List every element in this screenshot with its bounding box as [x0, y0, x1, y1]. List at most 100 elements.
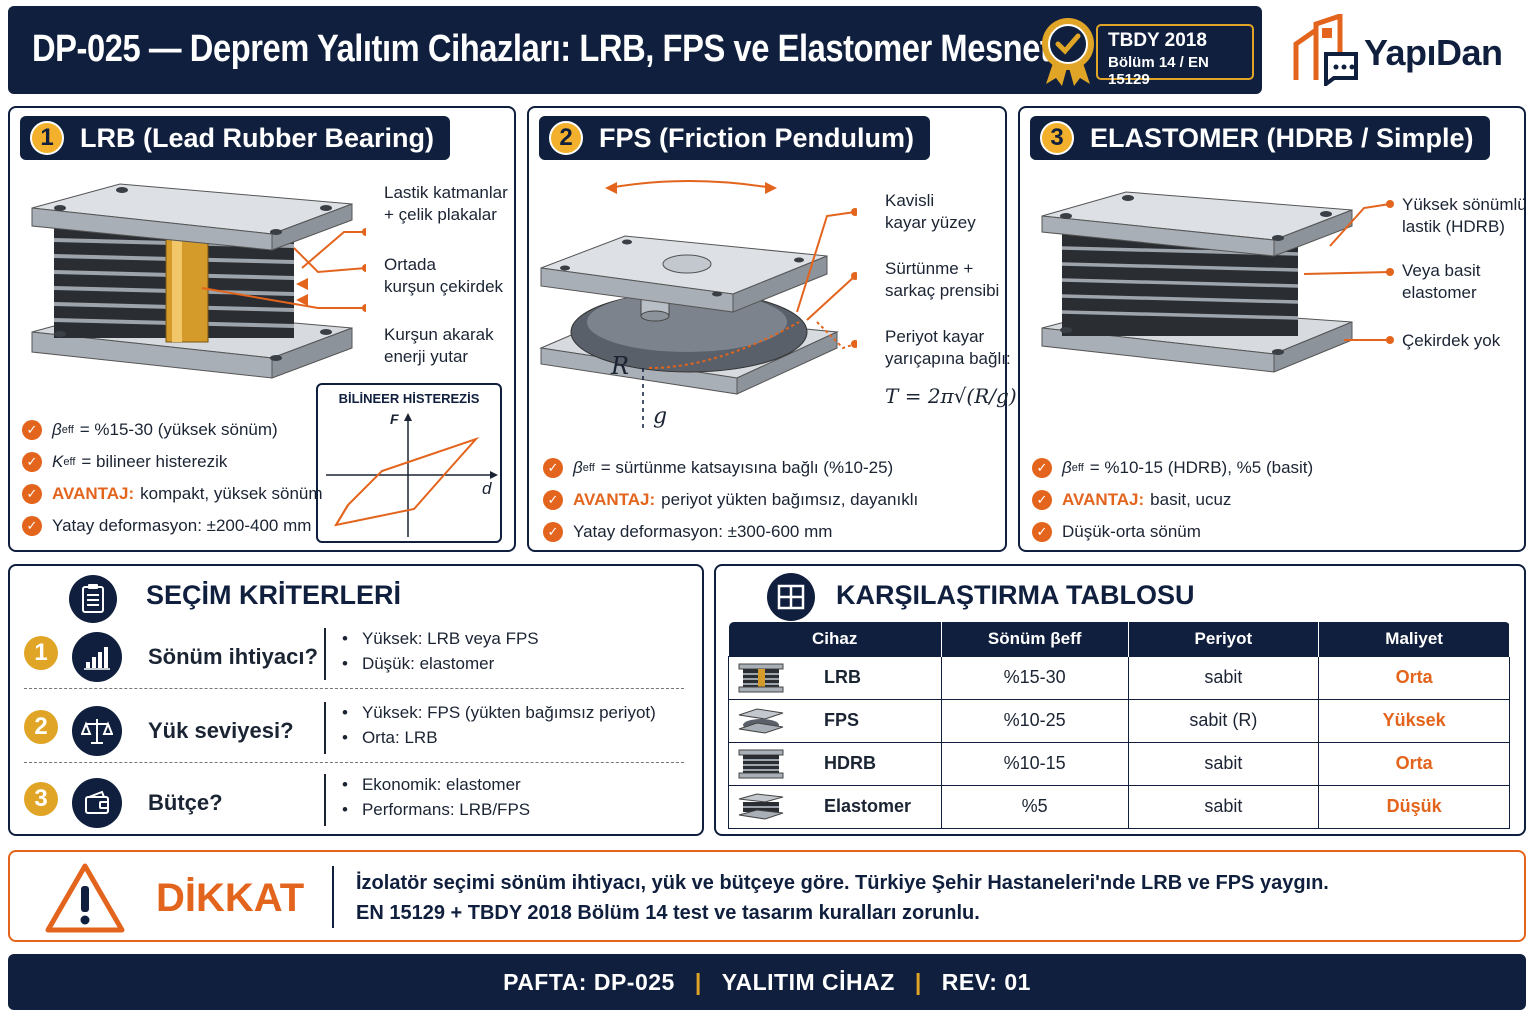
cell-device: FPS	[728, 698, 942, 743]
selection-row-number: 3	[24, 782, 58, 816]
elastomer-callout-hdrb-l1: Yüksek sönümlü	[1402, 195, 1527, 214]
lrb-disp-text: Yatay deformasyon: ±200-400 mm	[52, 516, 312, 535]
beta-sub: eff	[1071, 462, 1084, 474]
selection-answers: Yüksek: FPS (yükten bağımsız periyot) Or…	[342, 700, 656, 750]
beta-symbol: β	[573, 458, 583, 477]
lrb-title-bar: 1 LRB (Lead Rubber Bearing)	[20, 116, 451, 160]
elastomer-check-damp: ✓ Düşük-orta sönüm	[1032, 516, 1313, 548]
cell-period: sabit	[1127, 784, 1320, 829]
footer-separator: |	[914, 968, 922, 995]
selection-title: SEÇİM KRİTERLERİ	[146, 580, 402, 610]
fps-callout-friction: Sürtünme + sarkaç prensibi	[885, 258, 999, 302]
selection-question: Sönüm ihtiyacı?	[148, 644, 318, 669]
selection-answers: Yüksek: LRB veya FPS Düşük: elastomer	[342, 626, 539, 676]
warning-triangle-icon	[45, 863, 125, 933]
lrb-callout-core-l2: kurşun çekirdek	[384, 277, 504, 296]
brand-logo: YapıDan	[1290, 10, 1520, 86]
warning-label: DİKKAT	[156, 876, 305, 920]
warning-line-1: İzolatör seçimi sönüm ihtiyacı, yük ve b…	[356, 872, 1329, 894]
table-row: FPS %10-25 sabit (R) Yüksek	[728, 698, 1510, 743]
lrb-bearing-illustration	[31, 183, 366, 379]
fps-mini-icon	[738, 707, 784, 734]
selection-question: Yük seviyesi?	[148, 718, 294, 743]
elastomer-rubber-layers	[1061, 232, 1299, 336]
table-header-row: Cihaz Sönüm βeff Periyot Maliyet	[728, 622, 1510, 656]
fps-period-formula: T = 2π√(R/g)	[885, 384, 1017, 408]
fps-adv-label: AVANTAJ:	[573, 490, 656, 509]
k-symbol: K	[52, 452, 64, 471]
fps-callout-period-l1: Periyot kayar	[885, 327, 985, 346]
beta-symbol: β	[52, 420, 62, 439]
k-sub: eff	[63, 456, 76, 468]
fps-radius-label: R	[611, 352, 630, 380]
lrb-k-text: = bilineer histerezik	[81, 452, 228, 471]
comparison-title: KARŞILAŞTIRMA TABLOSU	[836, 580, 1195, 610]
sliding-arrow	[608, 180, 774, 189]
selection-answers: Ekonomik: elastomer Performans: LRB/FPS	[342, 772, 530, 822]
fps-callout-surface-l2: kayar yüzey	[885, 213, 976, 232]
elastomer-beta-text: = %10-15 (HDRB), %5 (basit)	[1089, 458, 1314, 477]
check-icon: ✓	[22, 516, 42, 536]
footer-topic: YALITIM CİHAZ	[721, 968, 895, 995]
standard-badge: TBDY 2018 Bölüm 14 / EN 15129	[1038, 16, 1260, 88]
fps-callout-friction-l1: Sürtünme +	[885, 259, 974, 278]
lrb-callout-layers-l1: Lastik katmanlar	[384, 183, 508, 202]
fps-title: FPS (Friction Pendulum)	[599, 122, 914, 153]
beta-sub: eff	[582, 462, 595, 474]
elastomer-callout-nocore: Çekirdek yok	[1402, 330, 1500, 352]
elastomer-damp-text: Düşük-orta sönüm	[1062, 522, 1201, 541]
lrb-number: 1	[30, 121, 64, 155]
warning-line-2: EN 15129 + TBDY 2018 Bölüm 14 test ve ta…	[356, 902, 980, 924]
selection-row-damping: 1 Sönüm ihtiyacı? Yüksek: LRB veya FPS D…	[10, 624, 700, 696]
hysteresis-diagram: BİLİNEER HİSTEREZİS F d	[316, 383, 502, 543]
table-grid-icon	[767, 573, 815, 621]
cell-damping: %5	[940, 784, 1129, 829]
footer-separator: |	[694, 968, 702, 995]
check-icon: ✓	[22, 484, 42, 504]
col-damping: Sönüm βeff	[941, 622, 1129, 656]
beta-symbol: β	[1062, 458, 1072, 477]
fps-check-disp: ✓ Yatay deformasyon: ±300-600 mm	[543, 516, 918, 548]
hysteresis-loop-graph	[326, 413, 498, 537]
page-title: DP-025 — Deprem Yalıtım Cihazları: LRB, …	[32, 28, 1090, 70]
col-period: Periyot	[1128, 622, 1320, 656]
cell-period: sabit	[1127, 741, 1320, 786]
check-icon: ✓	[1032, 458, 1052, 478]
elastomer-adv-text: basit, ucuz	[1150, 490, 1232, 509]
elastomer-callout-simple: Veya basit elastomer	[1402, 260, 1480, 304]
selection-answer: Yüksek: LRB veya FPS	[342, 626, 539, 651]
selection-divider	[324, 774, 326, 826]
footer-bar: PAFTA: DP-025 | YALITIM CİHAZ | REV: 01	[8, 954, 1526, 1010]
comparison-table: Cihaz Sönüm βeff Periyot Maliyet LRB %15…	[728, 622, 1510, 829]
cell-device: HDRB	[728, 741, 942, 786]
lrb-callout-layers: Lastik katmanlar + çelik plakalar	[384, 182, 508, 226]
warning-text: İzolatör seçimi sönüm ihtiyacı, yük ve b…	[356, 868, 1329, 928]
fps-disp-text: Yatay deformasyon: ±300-600 mm	[573, 522, 833, 541]
lrb-mini-icon	[738, 663, 784, 692]
selection-row-number: 2	[24, 710, 58, 744]
elastomer-mini-icon	[738, 792, 784, 820]
table-row: Elastomer %5 sabit Düşük	[728, 784, 1510, 829]
col-device: Cihaz	[728, 622, 942, 656]
balance-scale-icon	[72, 706, 122, 756]
dashed-separator	[24, 688, 684, 689]
footer-revision: REV: 01	[941, 968, 1031, 995]
lrb-check-disp: ✓ Yatay deformasyon: ±200-400 mm	[22, 510, 323, 542]
lrb-title: LRB (Lead Rubber Bearing)	[80, 122, 435, 153]
header-bar: DP-025 — Deprem Yalıtım Cihazları: LRB, …	[8, 6, 1262, 94]
fps-callout-surface: Kavisli kayar yüzey	[885, 190, 976, 234]
cell-cost: Düşük	[1318, 784, 1510, 829]
lrb-callout-energy-l1: Kurşun akarak	[384, 325, 494, 344]
elastomer-number: 3	[1040, 121, 1074, 155]
cell-cost: Yüksek	[1318, 698, 1510, 743]
fps-gravity-label: g	[653, 404, 668, 429]
elastomer-panel: 3 ELASTOMER (HDRB / Simple)	[1018, 106, 1527, 552]
cell-cost: Orta	[1318, 741, 1510, 786]
badge-line-2: Bölüm 14 / EN 15129	[1108, 54, 1209, 88]
device-name: Elastomer	[824, 795, 912, 816]
lrb-callout-layers-l2: + çelik plakalar	[384, 205, 497, 224]
fps-callout-friction-l2: sarkaç prensibi	[885, 281, 1000, 300]
